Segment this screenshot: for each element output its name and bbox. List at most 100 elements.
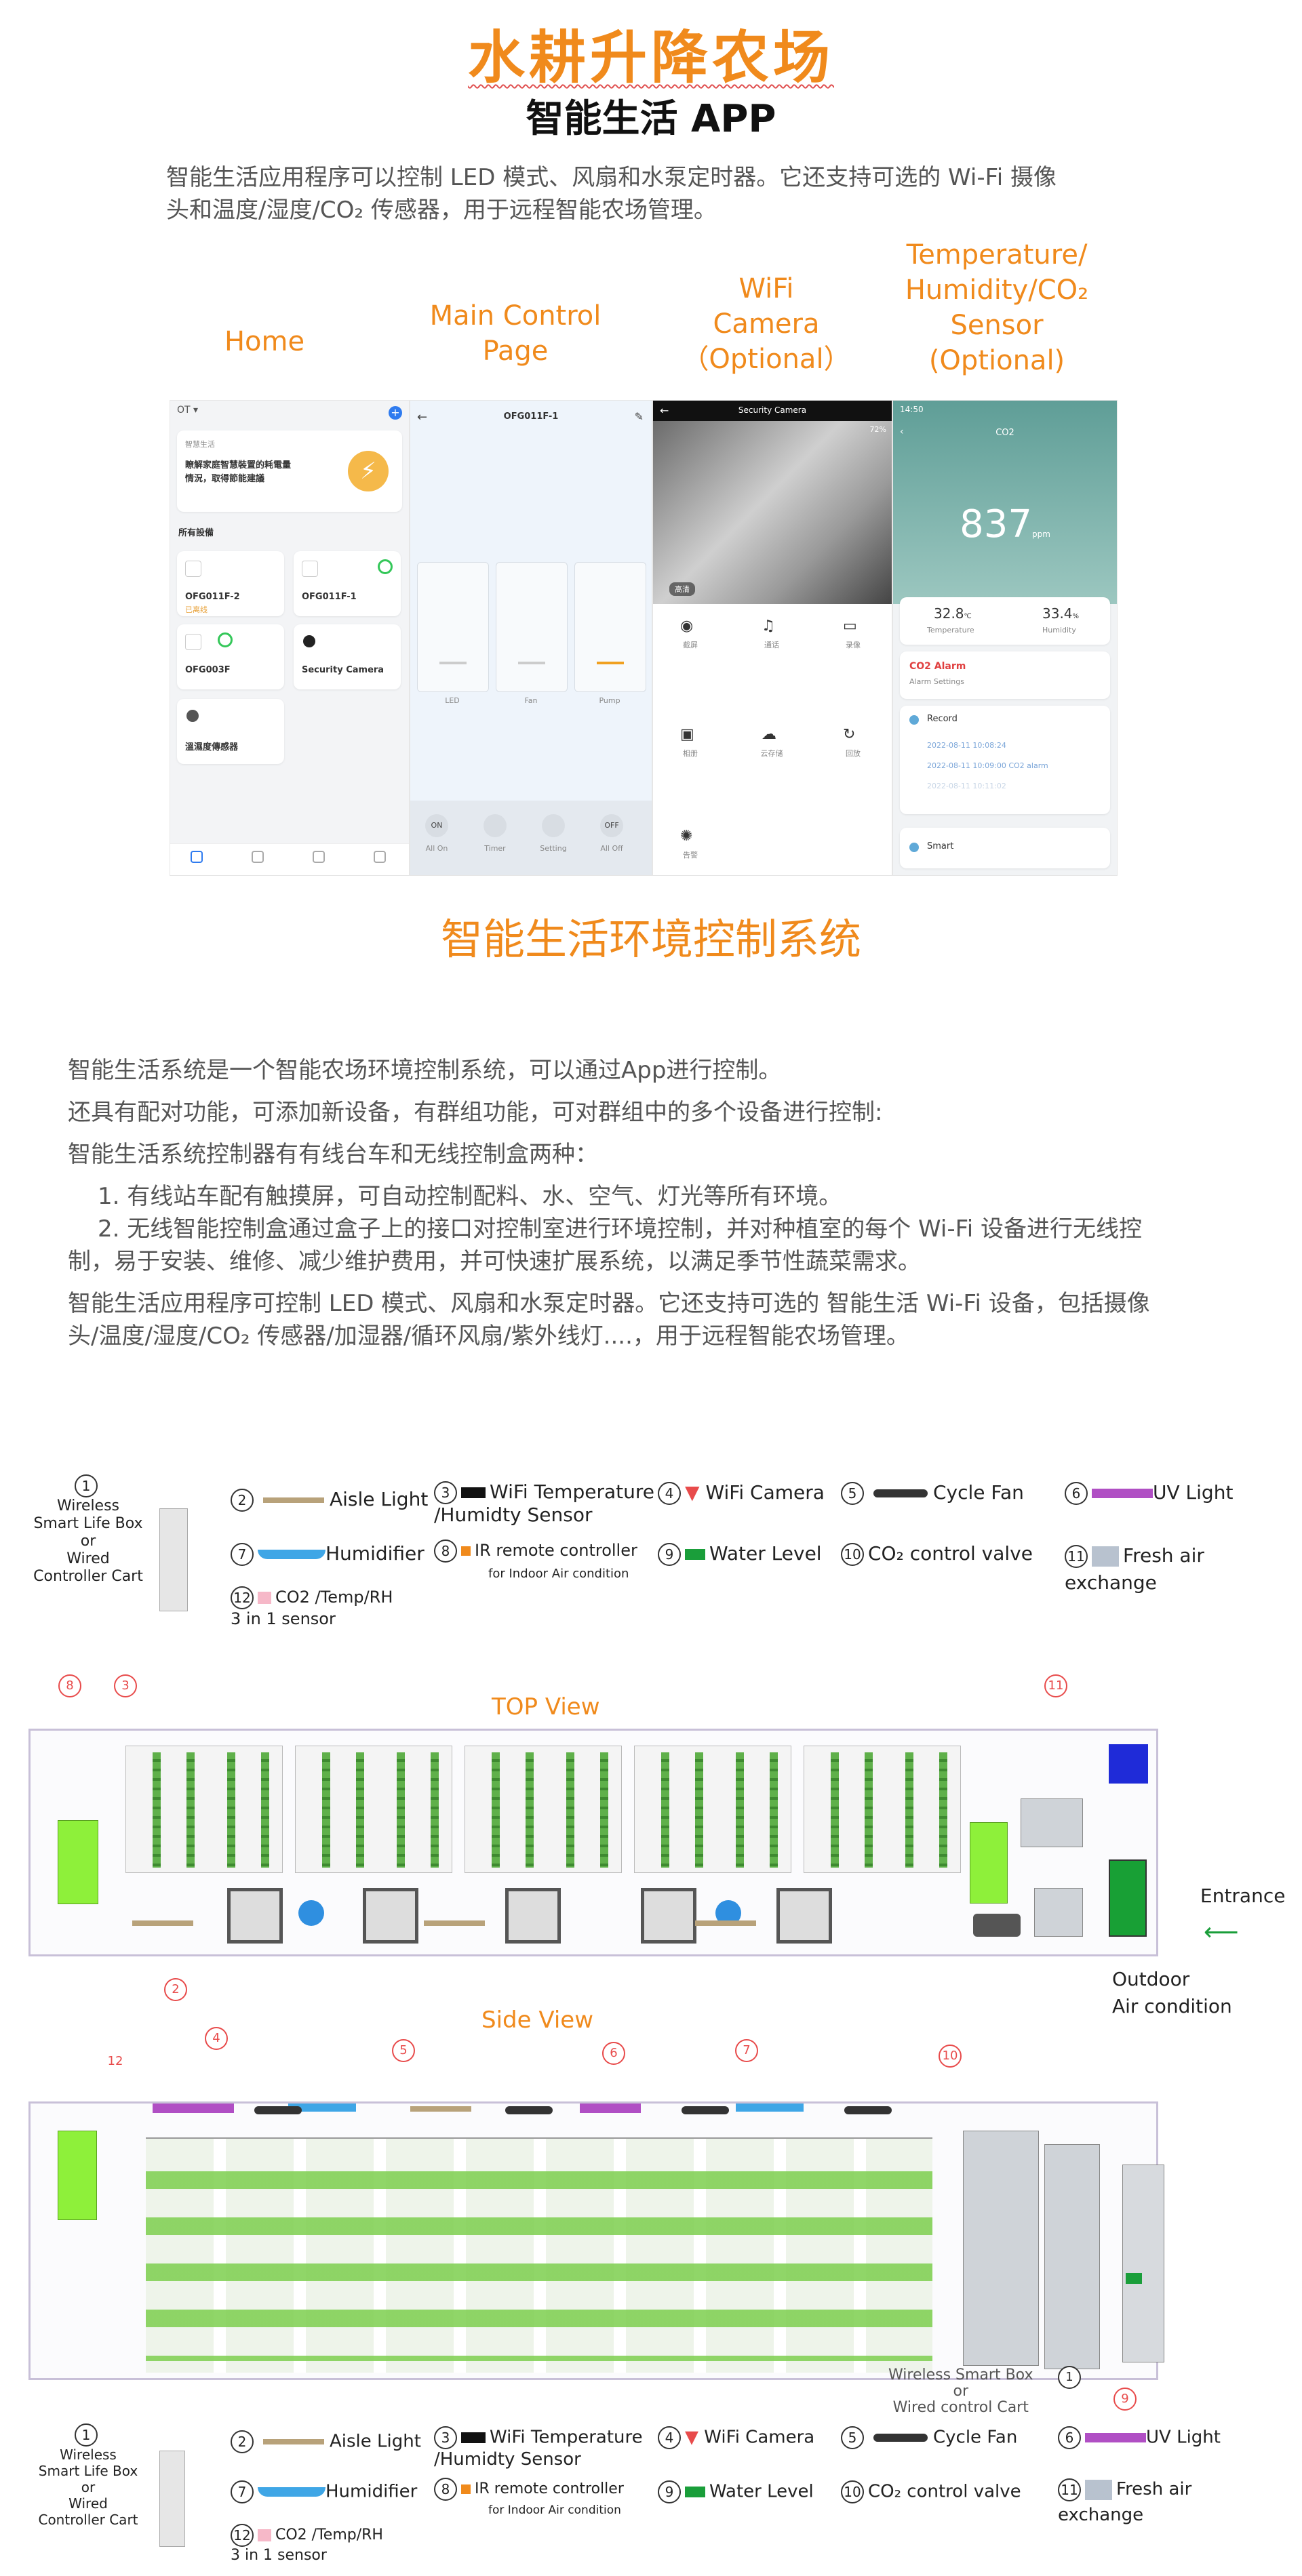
smart-tab-icon[interactable] (313, 851, 325, 863)
setting-button[interactable] (542, 814, 565, 837)
marker-10: 10 (939, 2045, 962, 2068)
plant-column (600, 1752, 608, 1868)
plant-column (939, 1752, 947, 1868)
hd-toggle[interactable]: 高清 (669, 582, 695, 596)
microphone-icon[interactable]: ♫ (762, 618, 775, 635)
side-view-plan (28, 2101, 1164, 2380)
cycle-fan (844, 2106, 892, 2114)
marker-5: 5 (392, 2039, 415, 2062)
alarm-icon[interactable]: ✺ (680, 828, 693, 845)
co2-number: 837 (960, 502, 1032, 546)
marker-12: 12 (105, 2051, 125, 2072)
me-tab-icon[interactable] (374, 851, 386, 863)
channel-led: LED (445, 696, 460, 705)
plant-column (153, 1752, 161, 1868)
aisle-light (132, 1920, 193, 1926)
rack-1 (125, 1746, 283, 1873)
system-line-2: 还具有配对功能，可添加新设备，有群组功能，可对群组中的多个设备进行控制: (68, 1099, 883, 1126)
co2-alarm-card[interactable]: CO2 Alarm Alarm Settings (900, 651, 1110, 699)
system-line-4: 1. 有线站车配有触摸屏，可自动控制配料、水、空气、灯光等所有环境。 (98, 1183, 842, 1210)
record-row-3: 2022-08-11 10:11:02 (927, 782, 1006, 790)
power-icon[interactable] (378, 559, 393, 574)
plant-column (227, 1752, 235, 1868)
device-card-1[interactable]: OFG011F-2 已离线 (177, 551, 284, 616)
home-screen: OT ▾ + 智慧生活 瞭解家庭智慧裝置的耗電量 情況，取得節能建議 ⚡ 所有設… (170, 400, 410, 876)
plant-column (186, 1752, 195, 1868)
pump-switch[interactable] (574, 562, 646, 692)
controller-cart-icon (159, 1508, 188, 1611)
camera-feed[interactable]: 72% 高清 (653, 421, 892, 604)
cycle-fan (682, 2106, 729, 2114)
device-card-2[interactable]: OFG011F-1 (294, 551, 401, 616)
record-card[interactable]: Record 2022-08-11 10:08:24 2022-08-11 10… (900, 706, 1110, 814)
aisle-light (695, 1920, 756, 1926)
device-card-4[interactable]: Security Camera (294, 624, 401, 689)
rack-5 (804, 1746, 961, 1873)
plant-column (526, 1752, 534, 1868)
cloud-label: 云存储 (760, 749, 783, 758)
humidity-value: 33.4% (1042, 605, 1080, 622)
plant-column (695, 1752, 703, 1868)
sensor-screen: 14:50 ‹ CO2 837ppm 32.8℃ Temperature 33.… (892, 400, 1118, 876)
device-card-3[interactable]: OFG003F (177, 624, 284, 689)
intro-text: 智能生活应用程序可以控制 LED 模式、风扇和水泵定时器。它还支持可选的 Wi-… (166, 161, 1136, 226)
energy-banner[interactable]: 智慧生活 瞭解家庭智慧裝置的耗電量 情況，取得節能建議 ⚡ (177, 430, 402, 512)
fan-switch[interactable] (496, 562, 568, 692)
screenshot-label: 截屏 (683, 641, 698, 649)
cycle-fan (254, 2106, 302, 2114)
plant-column (865, 1752, 873, 1868)
temp-humidity-card: 32.8℃ Temperature 33.4% Humidity (900, 597, 1110, 645)
device-card-5[interactable]: 溫濕度傳感器 (177, 699, 284, 764)
scene-tab-icon[interactable] (252, 851, 264, 863)
label-sensor-1: Temperature/ (906, 239, 1088, 270)
record-row-1: 2022-08-11 10:08:24 (927, 741, 1006, 750)
add-device-button[interactable]: + (389, 406, 402, 420)
cloud-icon[interactable]: ☁ (762, 726, 776, 743)
app-subtitle: 智能生活 APP (526, 97, 776, 141)
edit-icon[interactable]: ✎ (634, 410, 644, 423)
back-arrow-icon[interactable]: ← (660, 404, 669, 417)
power-icon[interactable] (218, 632, 233, 647)
playback-icon[interactable]: ↻ (843, 726, 856, 743)
all-off-button[interactable]: OFF (600, 814, 623, 837)
control-footer: ON OFF All On Timer Setting All Off (410, 801, 652, 875)
devices-section-title: 所有設備 (178, 528, 214, 538)
plant-column (322, 1752, 330, 1868)
plant-column (905, 1752, 913, 1868)
system-line-7: 智能生活应用程序可控制 LED 模式、风扇和水泵定时器。它还支持可选的 智能生活… (68, 1290, 1150, 1317)
screenshot-icon[interactable]: ◉ (680, 618, 694, 635)
marker-4: 4 (205, 2027, 228, 2050)
marker-7: 7 (735, 2039, 758, 2062)
banner-small: 智慧生活 (185, 440, 215, 449)
humidifier (288, 2104, 356, 2112)
label-main-control-1: Main Control (429, 300, 601, 331)
back-arrow-icon[interactable]: ← (417, 410, 428, 424)
label-sensor-3: Sensor (950, 310, 1044, 341)
record-label: 录像 (846, 641, 861, 649)
led-switch[interactable] (417, 562, 489, 692)
humidity-label: Humidity (1042, 626, 1076, 635)
water-level-marker (1126, 2273, 1142, 2284)
playback-label: 回放 (846, 749, 861, 758)
controller-cart-icon (159, 2451, 185, 2547)
back-arrow-icon[interactable]: ‹ (900, 426, 904, 437)
album-icon[interactable]: ▣ (680, 726, 694, 743)
timer-button[interactable] (484, 814, 507, 837)
control-box (58, 1820, 98, 1904)
cycle-fan (505, 2106, 553, 2114)
legend-item-4: 4▼ WiFi Camera (658, 2426, 814, 2449)
home-status[interactable]: OT ▾ (177, 405, 199, 416)
smart-card[interactable]: Smart (900, 828, 1110, 868)
home-tab-icon[interactable] (191, 851, 203, 863)
device-icon (185, 561, 201, 577)
camera-icon (303, 635, 315, 647)
all-on-button[interactable]: ON (425, 814, 448, 837)
record-icon[interactable]: ▭ (843, 618, 857, 635)
label-home: Home (224, 326, 305, 357)
